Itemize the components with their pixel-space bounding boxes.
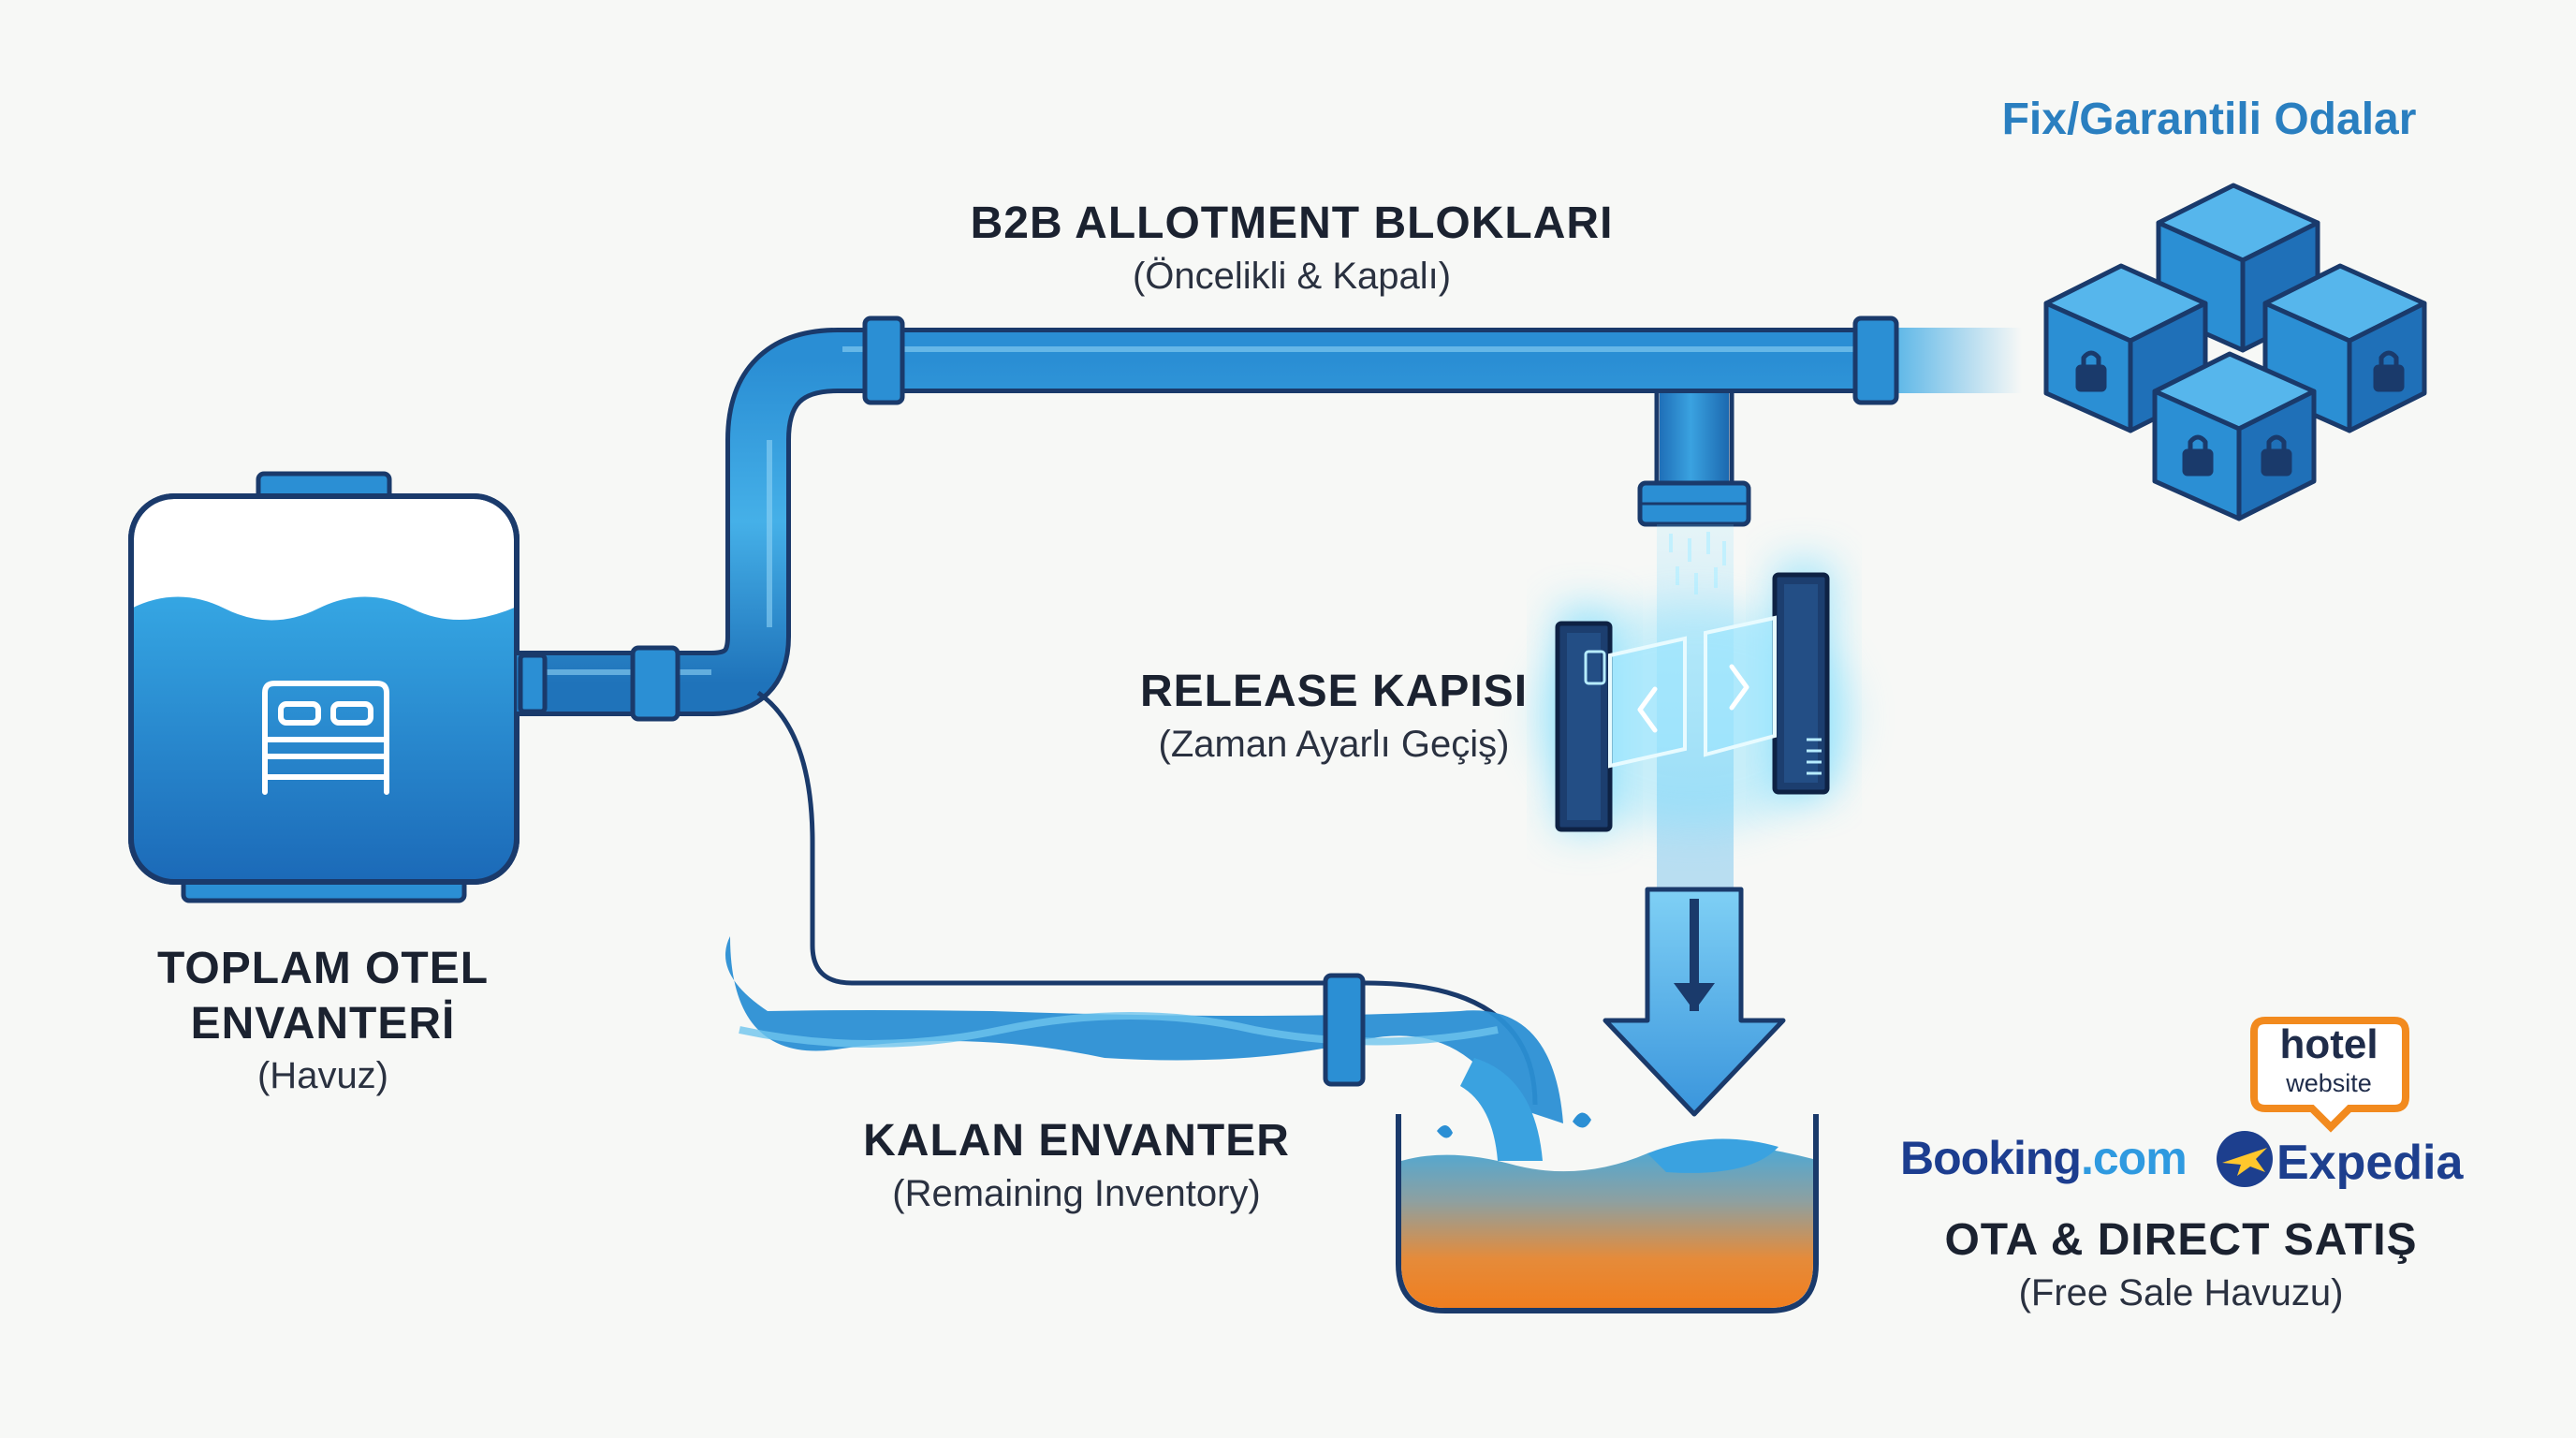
hotel-badge-line1: hotel xyxy=(2279,1021,2378,1067)
ota-title: OTA & DIRECT SATIŞ xyxy=(1944,1215,2418,1265)
b2b-title: B2B ALLOTMENT BLOKLARI xyxy=(970,198,1614,248)
gate-right-panel xyxy=(1704,615,1777,757)
locked-room-boxes xyxy=(2043,183,2427,521)
chevron-left-icon xyxy=(1637,686,1658,733)
lock-icon xyxy=(2182,434,2292,477)
release-title: RELEASE KAPISI xyxy=(1139,667,1529,716)
pool-title-line1: TOPLAM OTEL xyxy=(156,944,490,993)
arrow-down-icon xyxy=(1603,887,1786,1117)
gate-left-panel xyxy=(1608,636,1687,769)
overflow-pipe xyxy=(725,690,1563,1161)
b2b-label: B2B ALLOTMENT BLOKLARI (Öncelikli & Kapa… xyxy=(824,197,1760,301)
gate-right-post xyxy=(1772,572,1830,795)
release-subtitle: (Zaman Ayarlı Geçiş) xyxy=(1158,723,1510,765)
pool-subtitle: (Havuz) xyxy=(256,1055,389,1097)
main-pipe xyxy=(517,315,2022,722)
hotel-website-logo: hotel website xyxy=(2258,1017,2400,1112)
ota-subtitle: (Free Sale Havuzu) xyxy=(2018,1271,2344,1313)
b2b-subtitle: (Öncelikli & Kapalı) xyxy=(1132,255,1452,297)
remaining-subtitle: (Remaining Inventory) xyxy=(892,1172,1261,1214)
pool-title-line2: ENVANTERİ xyxy=(190,998,456,1049)
lock-icon xyxy=(2373,350,2405,392)
remaining-label: KALAN ENVANTER (Remaining Inventory) xyxy=(824,1114,1329,1218)
hotel-badge-line2: website xyxy=(2286,1069,2372,1097)
hotel-website-badge xyxy=(2250,1017,2409,1133)
lock-icon xyxy=(2075,350,2107,392)
expedia-text: Expedia xyxy=(2276,1136,2464,1190)
remaining-title: KALAN ENVANTER xyxy=(863,1116,1290,1166)
fix-rooms-label: Fix/Garantili Odalar xyxy=(2001,95,2417,144)
chevron-right-icon xyxy=(1729,664,1749,711)
gate-left-post xyxy=(1555,621,1613,832)
expedia-logo-icon xyxy=(2217,1131,2273,1187)
bed-icon xyxy=(262,681,389,795)
free-sale-basin xyxy=(1396,1112,1819,1313)
hotel-inventory-tank xyxy=(128,471,520,903)
booking-logo: Booking.com xyxy=(1900,1132,2188,1184)
pool-label: TOPLAM OTEL ENVANTERİ (Havuz) xyxy=(89,942,557,1100)
release-label: RELEASE KAPISI (Zaman Ayarlı Geçiş) xyxy=(1095,665,1573,769)
ota-label: OTA & DIRECT SATIŞ (Free Sale Havuzu) xyxy=(1881,1213,2481,1317)
release-gate xyxy=(1535,524,1853,1117)
